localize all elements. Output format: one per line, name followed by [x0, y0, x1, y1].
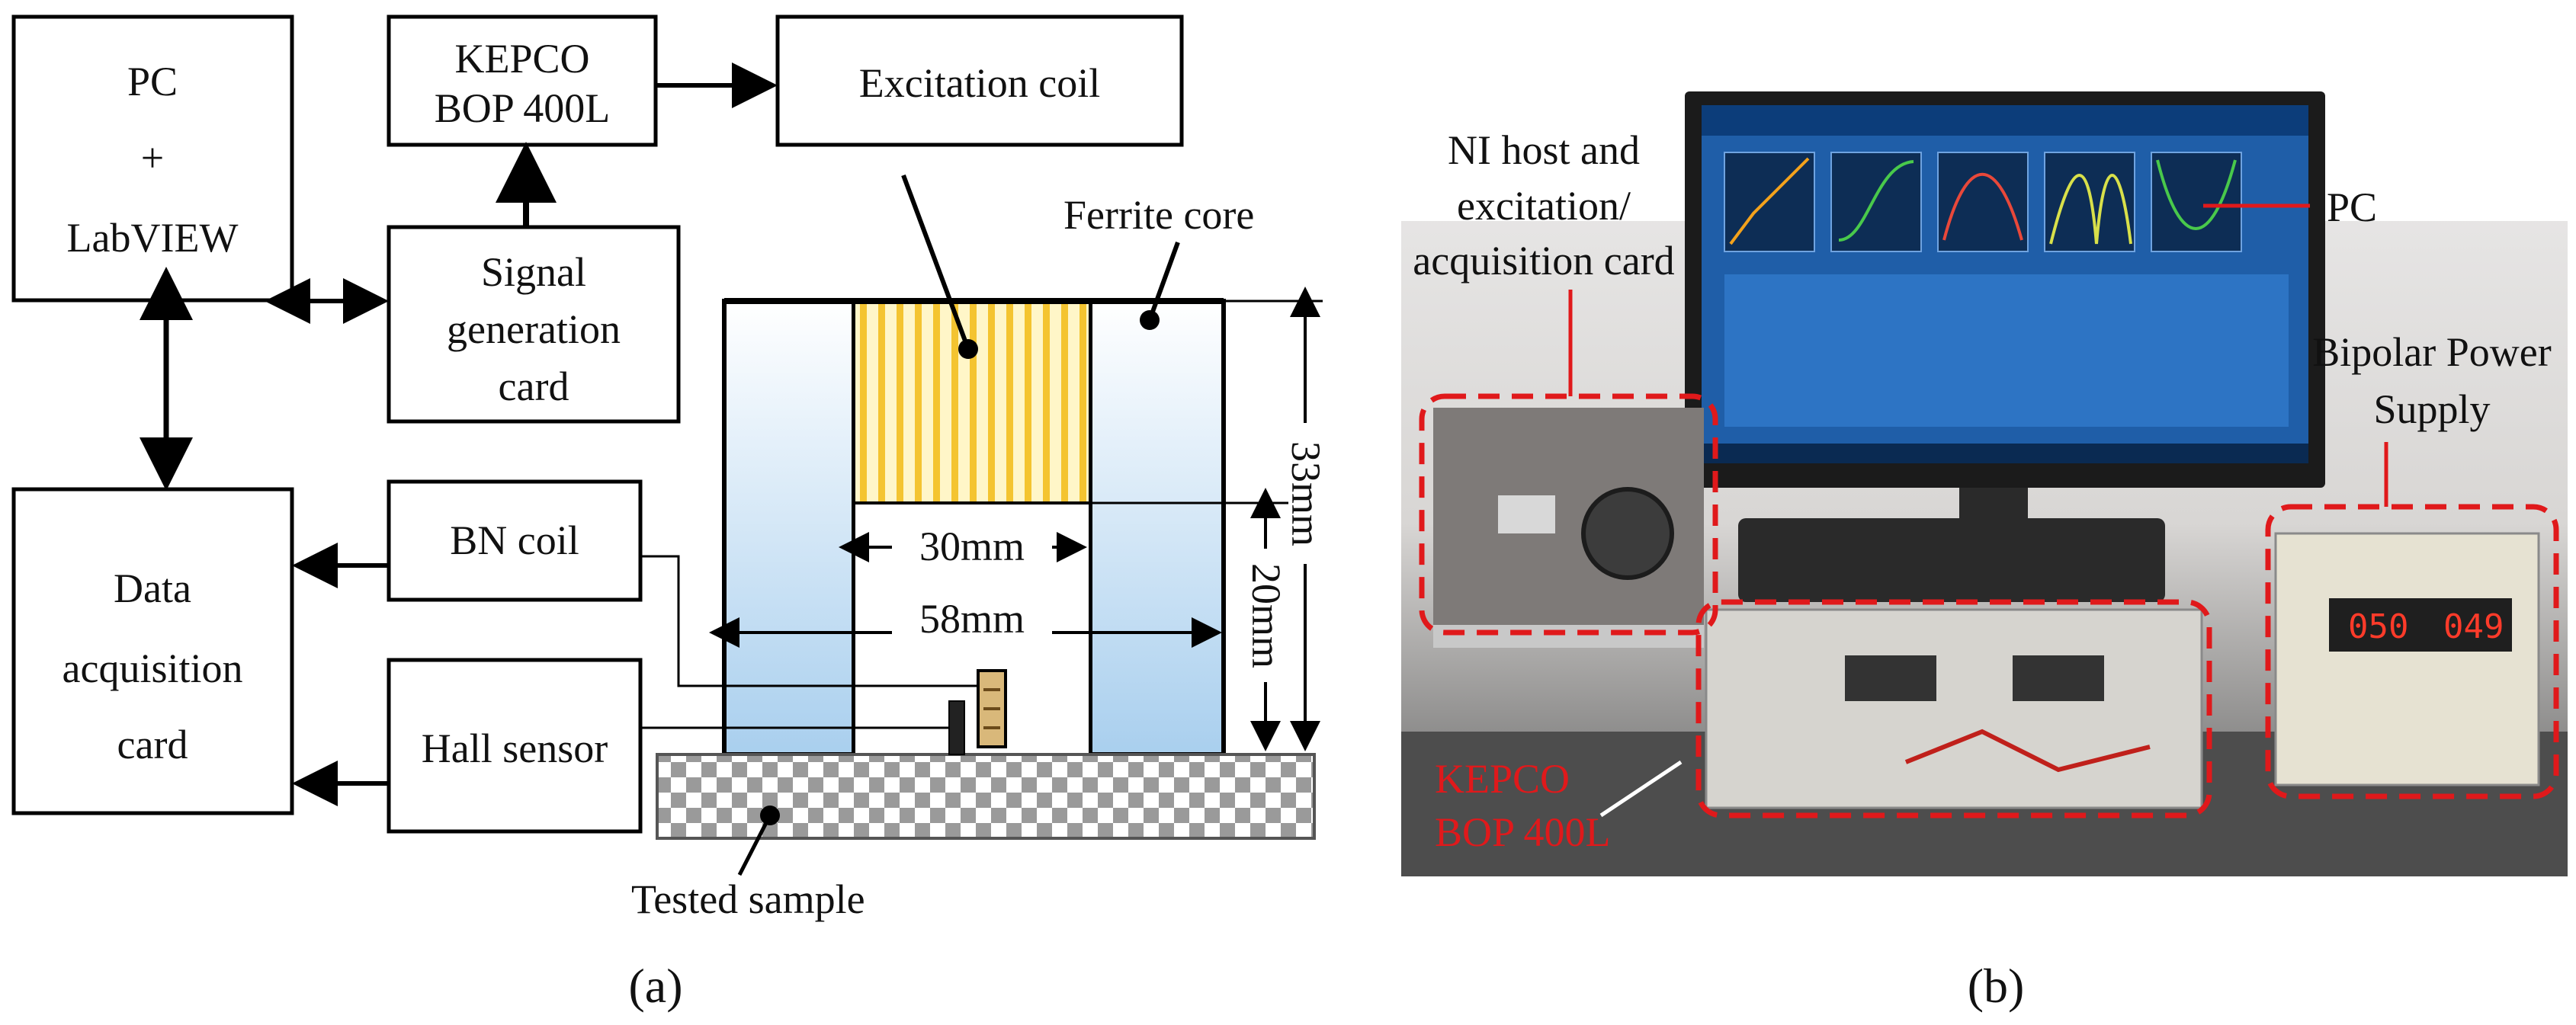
signal-block-line1: Signal — [481, 249, 586, 295]
daq-block-line1: Data — [114, 565, 191, 611]
signal-block-line3: card — [499, 364, 569, 409]
daq-block-line3: card — [117, 722, 188, 767]
bn-coil-block — [387, 479, 643, 602]
kepco-block-line1: KEPCO — [454, 36, 589, 82]
ni-host-label-plate — [1498, 495, 1555, 533]
daq-block-line2: acquisition — [63, 645, 243, 691]
screen-curve-4 — [2049, 174, 2132, 245]
excitation-coil-label: Excitation coil — [859, 60, 1100, 106]
hall-sensor-element — [948, 700, 965, 755]
screen-curve-2 — [1838, 160, 1914, 242]
kepco-photo-label-line2: BOP 400L — [1435, 809, 1611, 855]
ferrite-core-label: Ferrite core — [1063, 192, 1254, 238]
kepco-meter-right — [2013, 655, 2104, 701]
kepco-device — [1705, 608, 2203, 809]
dim-30mm-label: 30mm — [919, 524, 1025, 569]
panel-a: PC + LabVIEW KEPCO BOP 400L Excitation c… — [11, 14, 1329, 1013]
kepco-meter-left — [1845, 655, 1936, 701]
bipolar-highlight — [2265, 504, 2559, 799]
caption-a: (a) — [628, 959, 682, 1013]
screen-curve-1 — [1729, 157, 1810, 245]
monitor-title-bar — [1702, 105, 2308, 136]
ni-label-line3: acquisition card — [1413, 238, 1674, 283]
dim-33mm-label: 33mm — [1283, 441, 1329, 546]
bn-coil-label: BN coil — [450, 517, 579, 563]
pc-labview-block — [11, 14, 294, 303]
screen-plot-4 — [2044, 152, 2135, 252]
kepco-block — [387, 14, 658, 147]
dim-20mm-bg — [1247, 549, 1285, 682]
dim-33mm-bg — [1287, 423, 1325, 564]
excitation-coil-block — [775, 14, 1184, 147]
panel-b: 050 049 NI host and excitation/ acquisit… — [1401, 91, 2568, 1013]
dim-20mm-label: 20mm — [1243, 563, 1289, 668]
pc-block-line1: PC — [127, 59, 178, 104]
dim-30mm-bg — [892, 520, 1052, 573]
dim-58mm-label: 58mm — [919, 596, 1025, 642]
data-acquisition-card-block — [11, 487, 294, 815]
bipolar-label-line1: Bipolar Power — [2312, 329, 2551, 375]
kepco-highlight — [1695, 599, 2212, 818]
screen-taskbar — [1702, 444, 2308, 463]
screen-controls-panel — [1724, 274, 2289, 427]
ni-label-line1: NI host and — [1448, 127, 1640, 173]
pc-label: PC — [2327, 184, 2377, 230]
hall-sensor-block — [387, 658, 643, 834]
bipolar-display — [2329, 598, 2512, 652]
ferrite-core-leader — [1147, 241, 1180, 322]
ni-label-line2: excitation/ — [1457, 183, 1631, 229]
caption-b: (b) — [1968, 959, 2025, 1013]
pc-block-line3: LabVIEW — [67, 215, 239, 261]
screen-curve-3 — [1942, 173, 2023, 241]
dim-58mm-bg — [892, 591, 1052, 644]
screen-plot-2 — [1830, 152, 1922, 252]
kepco-photo-leader — [1599, 760, 1683, 818]
kepco-photo-label-line1: KEPCO — [1435, 756, 1570, 802]
screen-plot-3 — [1937, 152, 2029, 252]
hall-sensor-label: Hall sensor — [422, 726, 608, 771]
kepco-block-line2: BOP 400L — [435, 85, 611, 131]
screen-curve-5 — [2156, 159, 2237, 230]
ferrite-core-leader-dot — [1140, 310, 1160, 330]
tested-sample-leader-dot — [760, 806, 780, 825]
screen-plot-5 — [2151, 152, 2242, 252]
pc-block-line2: + — [141, 135, 164, 181]
signal-block-line2: generation — [447, 306, 621, 352]
tested-sample-leader — [737, 814, 772, 876]
ni-host-highlight — [1419, 393, 1718, 636]
ni-host-stand — [1433, 625, 1704, 648]
bn-coil-leader — [640, 555, 978, 687]
ferrite-core-left-leg — [722, 299, 856, 757]
bipolar-display-left: 050 — [2348, 607, 2408, 646]
tested-sample-label: Tested sample — [631, 876, 865, 922]
excitation-coil-leader — [901, 174, 970, 351]
kepco-red-cables — [1904, 729, 2151, 773]
bipolar-display-right: 049 — [2443, 607, 2504, 646]
keyboard — [1738, 518, 2165, 602]
ferrite-core-right-leg — [1088, 299, 1226, 757]
bipolar-label-line2: Supply — [2373, 386, 2490, 432]
signal-generation-card-block — [387, 225, 681, 424]
ni-host-fan — [1581, 487, 1674, 580]
bipolar-power-supply-device — [2274, 532, 2540, 786]
excitation-coil-winding — [852, 299, 1092, 504]
excitation-coil-leader-dot — [958, 339, 978, 359]
tested-sample — [656, 753, 1316, 840]
